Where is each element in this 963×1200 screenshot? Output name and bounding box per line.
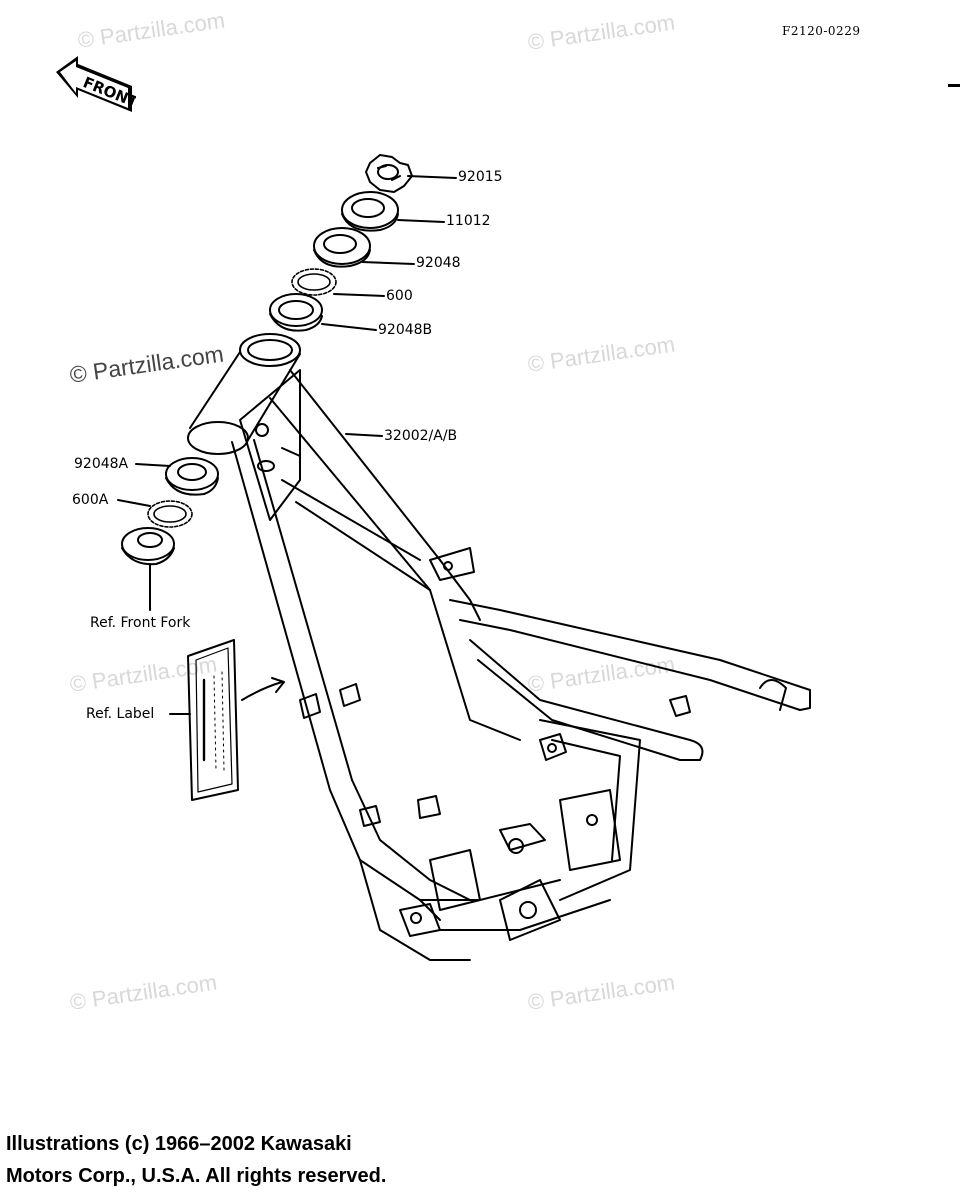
part-label-92048: 92048 [416,255,461,271]
ref-front-fork-label: Ref. Front Fork [90,615,191,631]
bearing-race-upper [313,227,371,268]
fork-stem-race [121,527,175,566]
front-arrow-icon: FRONT [56,56,136,112]
leader-line-32002 [345,433,383,437]
steel-ball-ring [291,268,337,296]
steering-cap [341,191,399,232]
part-label-92015: 92015 [458,169,503,185]
leader-line-11012 [397,219,445,223]
leader-line-92048A [135,463,171,467]
ref-label-label: Ref. Label [86,706,155,722]
leader-line-92048B [321,323,377,331]
copyright-line-2: Motors Corp., U.S.A. All rights reserved… [6,1165,387,1187]
copyright-notice: Illustrations (c) 1966–2002 Kawasaki Mot… [6,1128,386,1192]
part-label-600: 600 [386,288,413,304]
frame-label-plate [187,639,239,801]
steel-ball-ring-lower [147,500,193,528]
leader-line-92015 [407,175,457,179]
main-frame [231,369,811,961]
edge-mark [948,84,960,87]
leader-line-600A [117,499,151,507]
part-label-11012: 11012 [446,213,491,229]
arrow-line [241,681,283,701]
part-label-92048b: 92048B [378,322,433,338]
part-label-92048a: 92048A [74,456,129,472]
leader-line-600 [333,293,385,297]
figure-code: F2120-0229 [782,24,861,38]
copyright-line-1: Illustrations (c) 1966–2002 Kawasaki [6,1133,352,1155]
part-label-32002: 32002/A/B [384,428,458,444]
arrow-head [271,677,285,693]
bearing-race-frame-upper [269,293,323,332]
steering-stem-nut [365,154,413,193]
leader-line-92048 [361,261,415,265]
part-label-600a: 600A [72,492,109,508]
bearing-race-lower [165,457,219,496]
